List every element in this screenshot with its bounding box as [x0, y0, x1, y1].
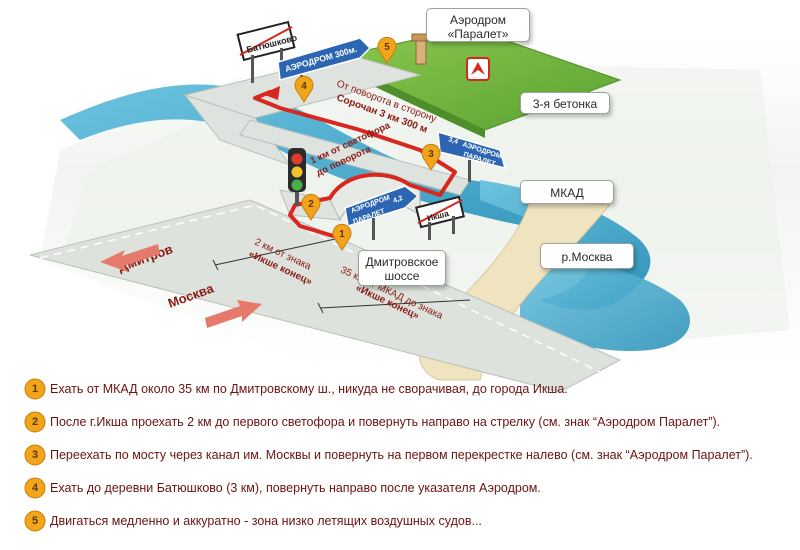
step-number: 4	[31, 482, 39, 494]
river-moskva	[520, 259, 690, 351]
callout-moskva-river: р.Москва	[540, 243, 634, 269]
map-pin-1: 1	[332, 223, 352, 251]
sign-batyushkovo	[236, 20, 296, 83]
highway-lane-line	[39, 204, 601, 373]
step-text: Ехать от МКАД около 35 км по Дмитровском…	[50, 382, 568, 396]
callout-concrete-road: 3-я бетонка	[520, 92, 610, 114]
dmitrov-highway	[29, 199, 622, 393]
callout-mkad: МКАД	[520, 180, 614, 204]
step-text: Двигаться медленно и аккуратно - зона ни…	[50, 514, 482, 528]
callout-dmitrov-highway: Дмитровское шоссе	[358, 250, 446, 286]
arrow-to-dmitrov-icon	[100, 244, 160, 272]
svg-text:4: 4	[301, 81, 307, 92]
step-number: 1	[31, 383, 39, 395]
route-line	[253, 90, 457, 240]
step-number: 2	[31, 416, 39, 428]
svg-text:2: 2	[308, 199, 314, 210]
map-pin-3: 3	[421, 143, 441, 171]
traffic-light-icon	[288, 148, 306, 206]
sign-paralet-4-2	[344, 185, 420, 240]
local-road-middle	[239, 119, 471, 196]
sign-paralet-4-2-line2: 4,2	[392, 195, 404, 205]
step-text: Переехать по мосту через канал им. Москв…	[50, 448, 753, 462]
arrow-to-moskva-icon	[205, 300, 262, 328]
step-text: Ехать до деревни Батюшково (3 км), повер…	[50, 481, 541, 495]
sign-paralet-3-4-line2: 3,4	[447, 136, 459, 146]
sign-iksha	[415, 195, 465, 240]
svg-text:3: 3	[428, 149, 434, 160]
direction-step: 5 Двигаться медленно и аккуратно - зона …	[24, 510, 800, 536]
step-number-icon	[24, 444, 46, 466]
map-pin-2: 2	[301, 193, 321, 221]
step-number: 3	[31, 449, 39, 461]
map-pin-4: 4	[294, 75, 314, 103]
step-number-icon	[24, 510, 46, 532]
direction-step: 4 Ехать до деревни Батюшково (3 км), пов…	[24, 477, 800, 503]
direction-step: 1 Ехать от МКАД около 35 км по Дмитровск…	[24, 378, 800, 404]
canal	[60, 84, 620, 270]
airfield-icon	[466, 57, 490, 81]
dimension-35km	[317, 299, 471, 314]
svg-text:5: 5	[384, 42, 390, 53]
route-arrow-top	[262, 86, 280, 100]
step-text: После г.Икша проехать 2 км до первого св…	[50, 415, 721, 429]
step-number-icon	[24, 477, 46, 499]
directions-list: 1 Ехать от МКАД около 35 км по Дмитровск…	[24, 378, 800, 543]
step-number-icon	[24, 411, 46, 433]
direction-step: 3 Переехать по мосту через канал им. Мос…	[24, 444, 800, 470]
step-number: 5	[31, 515, 39, 527]
direction-step: 2 После г.Икша проехать 2 км до первого …	[24, 411, 800, 437]
svg-text:1: 1	[339, 229, 345, 240]
callout-airfield: Аэродром «Паралет»	[426, 8, 530, 42]
map-pin-5: 5	[377, 36, 397, 64]
sign-paralet-3-4	[437, 130, 507, 182]
step-number-icon	[24, 378, 46, 400]
